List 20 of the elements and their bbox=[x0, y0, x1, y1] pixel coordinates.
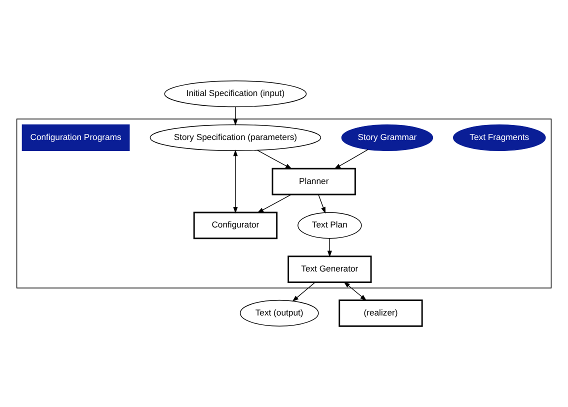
arrow bbox=[256, 150, 292, 170]
arrow bbox=[233, 106, 238, 126]
node-ellipse: Story Specification (parameters) bbox=[150, 124, 322, 151]
arrow bbox=[327, 238, 332, 258]
node-ellipse: Text Fragments bbox=[452, 124, 546, 151]
node-ellipse: Story Grammar bbox=[341, 124, 434, 151]
node-ellipse: Text (output) bbox=[240, 300, 319, 326]
node-box: Planner bbox=[272, 168, 356, 196]
arrow bbox=[292, 282, 316, 302]
arrow bbox=[318, 194, 326, 214]
node-box: Configurator bbox=[193, 212, 278, 240]
arrow bbox=[257, 194, 292, 213]
arrow bbox=[334, 149, 368, 170]
arrow bbox=[344, 282, 367, 301]
node-box: Text Generator bbox=[288, 256, 372, 283]
node-box: (realizer) bbox=[338, 300, 423, 327]
arrow bbox=[233, 150, 238, 214]
node-box: Configuration Programs bbox=[22, 124, 130, 151]
node-ellipse: Initial Specification (input) bbox=[164, 80, 307, 108]
node-ellipse: Text Plan bbox=[298, 212, 362, 239]
